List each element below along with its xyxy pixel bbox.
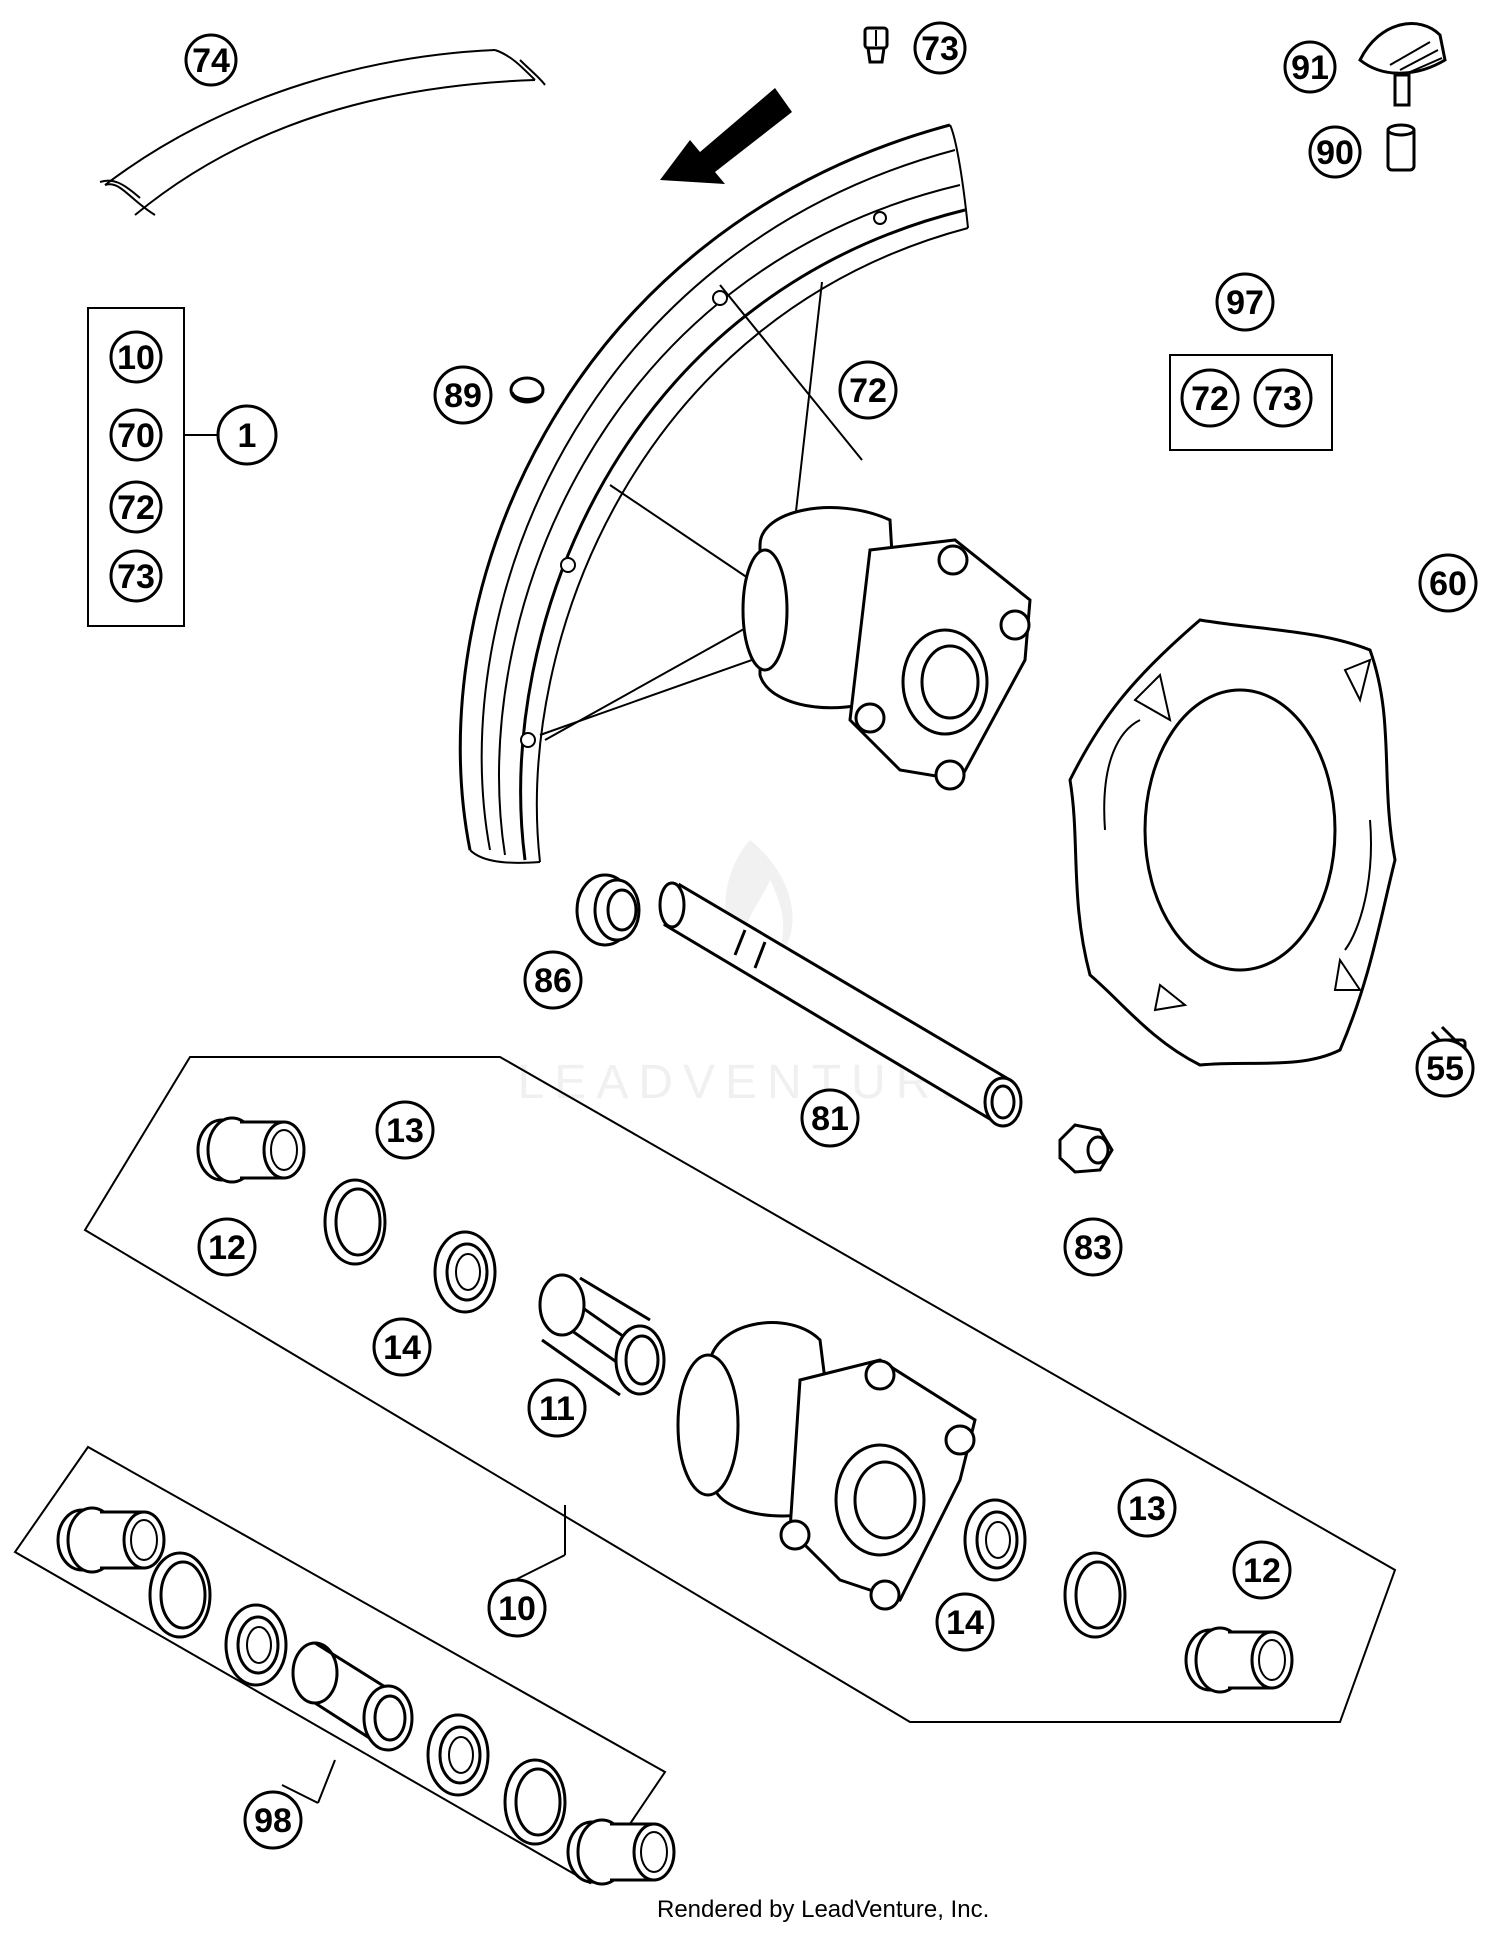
spacer-12-left-part bbox=[196, 1116, 306, 1184]
footer-credit: Rendered by LeadVenture, Inc. bbox=[657, 1896, 990, 1923]
callout-12-right[interactable]: 12 bbox=[1232, 1540, 1292, 1600]
callout-14-right[interactable]: 14 bbox=[935, 1592, 995, 1652]
callout-14-left[interactable]: 14 bbox=[372, 1317, 432, 1377]
callout-10-kit[interactable]: 10 bbox=[109, 330, 163, 384]
callout-55[interactable]: 55 bbox=[1415, 1038, 1475, 1098]
callout-70-kit-label: 70 bbox=[117, 417, 155, 455]
callout-10-hub-label: 10 bbox=[498, 1590, 536, 1628]
callout-91[interactable]: 91 bbox=[1283, 40, 1337, 94]
callout-1-label: 1 bbox=[238, 417, 257, 455]
callout-60[interactable]: 60 bbox=[1418, 553, 1478, 613]
kit-97-box bbox=[1169, 354, 1333, 451]
valve-cap-part bbox=[1358, 22, 1447, 107]
callout-74[interactable]: 74 bbox=[184, 33, 238, 87]
wheel-hub-part bbox=[741, 506, 1032, 791]
rotation-arrow-icon bbox=[660, 88, 792, 184]
hub-kit-outline bbox=[83, 1056, 1397, 1723]
kit-98-sleeve bbox=[291, 1641, 414, 1752]
callout-72-spoke[interactable]: 72 bbox=[838, 360, 898, 420]
callout-89-label: 89 bbox=[444, 377, 482, 415]
seal-ring-part bbox=[575, 873, 641, 947]
callout-11[interactable]: 11 bbox=[527, 1378, 587, 1438]
seal-13-left-part bbox=[323, 1178, 387, 1266]
callout-13-left[interactable]: 13 bbox=[375, 1100, 435, 1160]
callout-12-left-label: 12 bbox=[208, 1229, 246, 1267]
callout-14-left-label: 14 bbox=[383, 1329, 421, 1367]
callout-86-label: 86 bbox=[534, 962, 572, 1000]
callout-81-label: 81 bbox=[811, 1100, 849, 1138]
callout-14-right-label: 14 bbox=[946, 1604, 984, 1642]
callout-12-right-label: 12 bbox=[1243, 1552, 1281, 1590]
callout-73-kit-label: 73 bbox=[117, 558, 155, 596]
callout-97[interactable]: 97 bbox=[1215, 272, 1275, 332]
bearing-14-left-part bbox=[433, 1230, 497, 1314]
callout-55-label: 55 bbox=[1426, 1050, 1464, 1088]
kit-98-bearing-left bbox=[224, 1603, 288, 1687]
brake-disc-part bbox=[1068, 618, 1397, 1067]
callout-73-kit[interactable]: 73 bbox=[109, 549, 163, 603]
callout-72-kit[interactable]: 72 bbox=[109, 480, 163, 534]
callout-70-kit[interactable]: 70 bbox=[109, 408, 163, 462]
callout-13-left-label: 13 bbox=[386, 1112, 424, 1150]
callout-90-label: 90 bbox=[1316, 134, 1354, 172]
callouts: 74 73 91 90 10 70 72 73 1 89 72 97 72 73… bbox=[109, 21, 1478, 1850]
kit-1-box bbox=[87, 307, 185, 627]
wheel-rim-part bbox=[458, 123, 969, 864]
callout-12-left[interactable]: 12 bbox=[197, 1217, 257, 1277]
distance-sleeve-11-part bbox=[538, 1273, 666, 1397]
callout-90[interactable]: 90 bbox=[1308, 125, 1362, 179]
callout-13-right[interactable]: 13 bbox=[1117, 1478, 1177, 1538]
axle-part bbox=[658, 881, 1023, 1128]
callout-11-label: 11 bbox=[539, 1390, 575, 1428]
kit-98-seal-right bbox=[503, 1758, 567, 1846]
callout-1[interactable]: 1 bbox=[216, 404, 278, 466]
callout-91-label: 91 bbox=[1291, 49, 1329, 87]
callout-73-set-label: 73 bbox=[1264, 380, 1302, 418]
callout-74-label: 74 bbox=[192, 42, 230, 80]
kit-98-bearing-right bbox=[426, 1713, 490, 1797]
callout-72-kit-label: 72 bbox=[117, 489, 155, 527]
valve-nut-part bbox=[1386, 123, 1416, 172]
callout-83[interactable]: 83 bbox=[1063, 1217, 1123, 1277]
spacer-12-right-part bbox=[1184, 1626, 1294, 1694]
kit-98-spacer-right bbox=[566, 1818, 676, 1886]
callout-73-set[interactable]: 73 bbox=[1253, 368, 1313, 428]
callout-72-set[interactable]: 72 bbox=[1180, 368, 1240, 428]
callout-97-label: 97 bbox=[1226, 284, 1264, 322]
callout-73-top[interactable]: 73 bbox=[913, 21, 967, 75]
callout-72-spoke-label: 72 bbox=[849, 372, 887, 410]
callout-89[interactable]: 89 bbox=[433, 365, 493, 425]
callout-98-label: 98 bbox=[254, 1802, 292, 1840]
callout-60-label: 60 bbox=[1429, 565, 1467, 603]
callout-83-label: 83 bbox=[1074, 1229, 1112, 1267]
seal-13-right-part bbox=[1063, 1551, 1127, 1639]
hub-exploded-part bbox=[676, 1321, 977, 1611]
leader-lines bbox=[281, 1505, 566, 1804]
axle-nut-part bbox=[1058, 1123, 1114, 1174]
spokes-part bbox=[539, 281, 863, 741]
callout-98[interactable]: 98 bbox=[243, 1790, 303, 1850]
spoke-nipple-part bbox=[863, 26, 889, 64]
kit-98-spacer-left bbox=[56, 1506, 166, 1574]
callout-13-right-label: 13 bbox=[1128, 1490, 1166, 1528]
callout-72-set-label: 72 bbox=[1191, 380, 1229, 418]
rim-plug-part bbox=[509, 376, 545, 404]
spoke-nipples bbox=[520, 211, 887, 748]
rim-tape-part bbox=[99, 49, 546, 216]
callout-81[interactable]: 81 bbox=[800, 1088, 860, 1148]
kit-98-seal-left bbox=[148, 1551, 212, 1639]
callout-86[interactable]: 86 bbox=[523, 950, 583, 1010]
callout-10-hub[interactable]: 10 bbox=[487, 1578, 547, 1638]
callout-10-kit-label: 10 bbox=[117, 339, 155, 377]
bearing-14-right-part bbox=[963, 1498, 1027, 1582]
callout-73-top-label: 73 bbox=[921, 30, 959, 68]
